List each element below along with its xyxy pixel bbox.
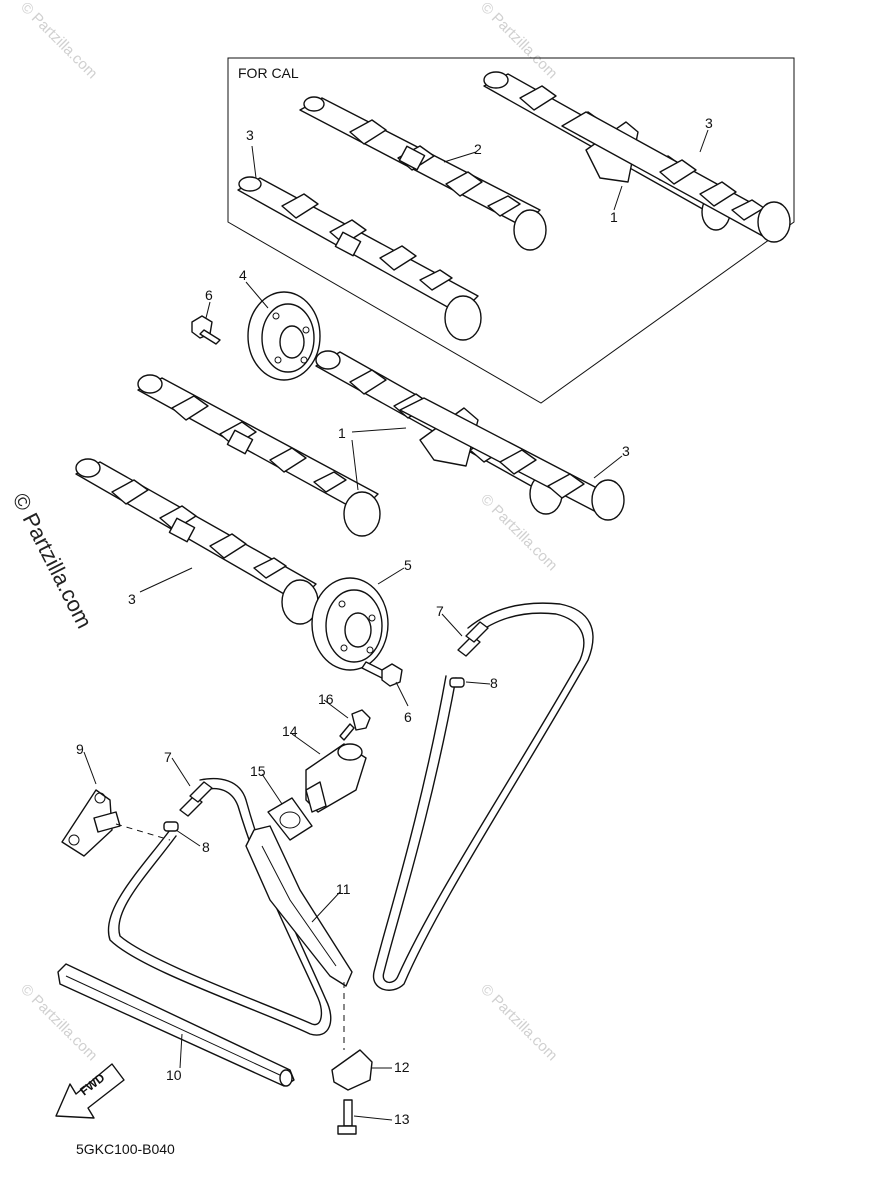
guide-11 (245, 825, 353, 987)
sprocket-4 (247, 291, 321, 381)
camshaft-3-main-right (399, 397, 625, 521)
watermark-side: © Partzilla.com (8, 489, 98, 632)
callout-8-right: 8 (490, 675, 498, 691)
callout-5: 5 (404, 557, 412, 573)
callout-3-main-left: 3 (128, 591, 136, 607)
callout-12: 12 (394, 1059, 410, 1075)
bolt-6-lower (361, 661, 403, 687)
camshaft-3-box-right (561, 111, 791, 243)
cam-chain-right (372, 602, 594, 991)
dash-9-to-chain (115, 823, 171, 841)
callout-2: 2 (474, 141, 482, 157)
callout-3-box-left: 3 (246, 127, 254, 143)
callout-11: 11 (336, 881, 351, 897)
chain-link-7-right (457, 621, 489, 657)
callout-3-box-right: 3 (705, 115, 713, 131)
bolt-6-upper (191, 315, 221, 345)
callout-3-main-right: 3 (622, 443, 630, 459)
part-12 (331, 1049, 373, 1091)
cam-chain-left (107, 777, 332, 1036)
guide-stopper-9 (61, 789, 121, 857)
callout-8-left: 8 (202, 839, 210, 855)
callout-15: 15 (250, 763, 266, 779)
callout-4: 4 (239, 267, 247, 283)
guide-10 (57, 963, 295, 1087)
leader-lines (83, 129, 709, 1121)
for-cal-box: FOR CAL (227, 57, 795, 404)
callout-6-upper: 6 (205, 287, 213, 303)
camshaft-3-main-left (75, 458, 319, 625)
camshaft-3-box-left (237, 176, 482, 341)
callout-10: 10 (166, 1067, 182, 1083)
callout-16: 16 (318, 691, 334, 707)
callout-7-left: 7 (164, 749, 172, 765)
camshaft-middle (137, 374, 381, 537)
callouts: 2 1 3 3 4 6 1 3 3 5 6 7 8 16 14 15 7 8 9… (76, 115, 713, 1127)
callout-1-box: 1 (610, 209, 618, 225)
bolt-13 (337, 1099, 357, 1135)
callout-7-right: 7 (436, 603, 444, 619)
gasket-15 (267, 797, 313, 841)
tensioner-14 (305, 743, 367, 813)
watermark-top-center: © Partzilla.com (477, 0, 560, 82)
callout-1-main: 1 (338, 425, 346, 441)
callout-6-lower: 6 (404, 709, 412, 725)
callout-9: 9 (76, 741, 84, 757)
part-code: 5GKC100-B040 (76, 1141, 175, 1157)
chain-link-7-left (179, 781, 213, 817)
box-title: FOR CAL (238, 65, 299, 81)
chain-link-8-left (163, 821, 179, 832)
callout-13: 13 (394, 1111, 410, 1127)
camshaft-2 (299, 96, 547, 251)
callout-14: 14 (282, 723, 298, 739)
sprocket-5 (311, 577, 389, 671)
bolt-16 (339, 709, 371, 741)
watermark-top-left: © Partzilla.com (17, 0, 100, 82)
chain-link-8-right (449, 677, 465, 688)
fwd-arrow-icon: FWD (55, 1063, 125, 1119)
watermark-bottom-right: © Partzilla.com (477, 981, 560, 1064)
